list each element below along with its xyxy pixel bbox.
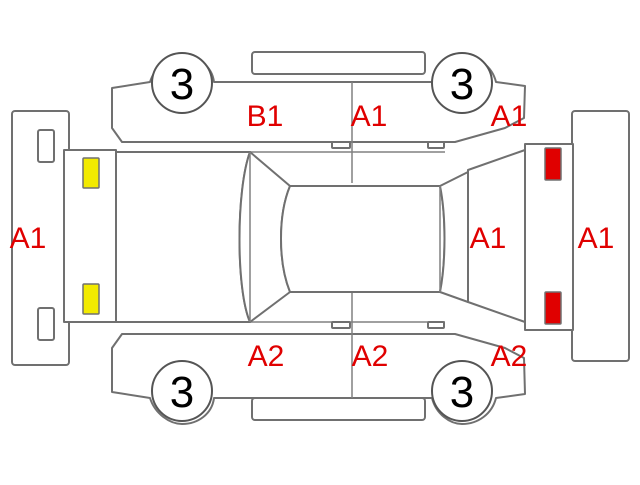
tire-rear-left: 3: [431, 52, 493, 114]
roof: [280, 185, 446, 293]
top-view-body: [63, 143, 574, 331]
door-handle-top-front: [331, 141, 351, 149]
headlamp-bottom: [82, 283, 100, 315]
mark-rear-bumper: A1: [578, 222, 615, 255]
door-handle-top-rear: [427, 141, 445, 149]
tire-rear-left-grade: 3: [450, 60, 474, 109]
door-handle-bottom-front: [331, 321, 351, 329]
front-bumper-fog-bottom: [37, 307, 55, 341]
taillamp-top: [544, 147, 562, 181]
tire-rear-right-grade: 3: [450, 368, 474, 417]
mark-rear-window: A1: [470, 222, 507, 255]
roof-rail-bottom: [251, 397, 426, 421]
front-bumper-fog-top: [37, 129, 55, 163]
door-handle-bottom-rear: [427, 321, 445, 329]
headlamp-top: [82, 157, 100, 189]
tire-front-left: 3: [151, 52, 213, 114]
mark-door-bottom-mid: A2: [352, 340, 389, 373]
mark-rear-quarter-bottom: A2: [491, 340, 528, 373]
rear-window-frame: [439, 171, 469, 303]
mark-roof-top-left: B1: [247, 100, 284, 133]
tire-front-right: 3: [151, 360, 213, 422]
mark-front-bumper: A1: [10, 222, 47, 255]
hood: [115, 151, 251, 323]
tire-front-left-grade: 3: [170, 60, 194, 109]
mark-fender-bottom-left: A2: [248, 340, 285, 373]
tire-front-right-grade: 3: [170, 368, 194, 417]
mark-roof-top-mid: A1: [351, 100, 388, 133]
tire-rear-right: 3: [431, 360, 493, 422]
taillamp-bottom: [544, 291, 562, 325]
roof-rail-top: [251, 51, 426, 75]
mark-rear-quarter-top: A1: [491, 100, 528, 133]
